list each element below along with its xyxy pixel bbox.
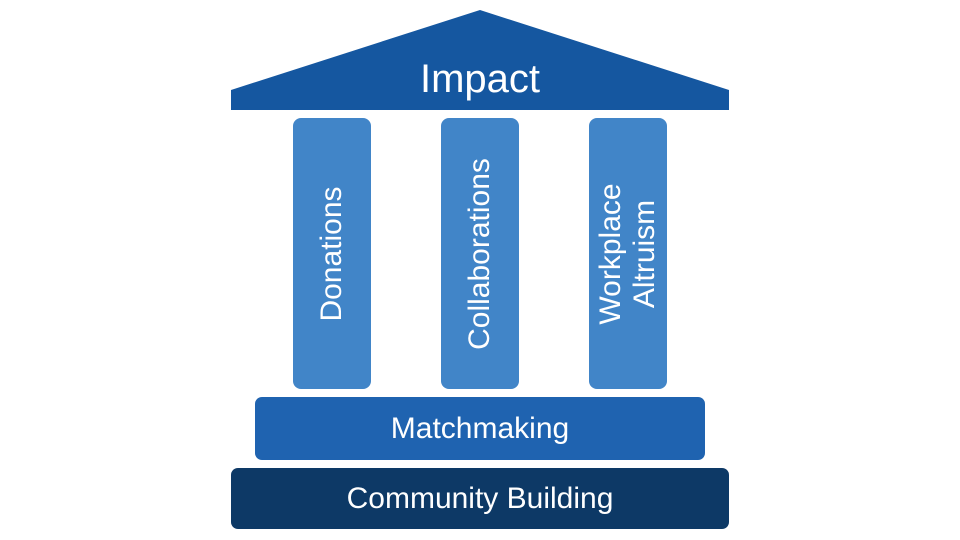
matchmaking-step: Matchmaking bbox=[255, 397, 705, 460]
roof-shape bbox=[231, 10, 729, 110]
pillar-workplace-altruism: Workplace Altruism bbox=[589, 118, 667, 389]
roof-label: Impact bbox=[419, 57, 541, 101]
community-building-base: Community Building bbox=[231, 468, 729, 529]
pillar-workplace-altruism-label: Workplace Altruism bbox=[594, 182, 661, 325]
pillar-donations-label: Donations bbox=[315, 185, 348, 322]
roof: Impact bbox=[231, 10, 729, 110]
pillar-collaborations: Collaborations bbox=[441, 118, 519, 389]
pillar-collaborations-label: Collaborations bbox=[463, 157, 496, 350]
pillar-donations: Donations bbox=[293, 118, 371, 389]
